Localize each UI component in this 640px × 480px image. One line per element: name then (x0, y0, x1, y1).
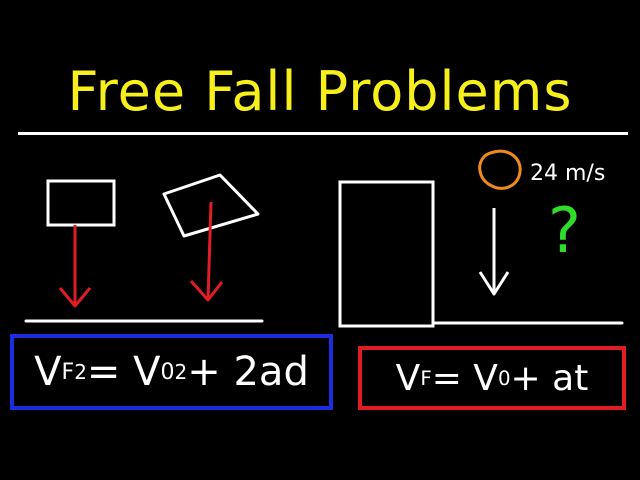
fall-arrow-2-head (189, 279, 224, 302)
page-title: Free Fall Problems (67, 60, 573, 123)
fall-arrow-2-shaft (206, 201, 213, 301)
falling-box-upright (46, 179, 116, 227)
title-underline (18, 132, 628, 135)
velocity-arrow-head (478, 271, 510, 296)
question-mark: ? (548, 194, 581, 267)
ball-icon (478, 149, 522, 190)
initial-speed-label: 24 m/s (530, 161, 606, 186)
falling-box-tilted (162, 173, 260, 238)
fall-arrow-1-head (58, 287, 92, 308)
building (338, 180, 435, 328)
